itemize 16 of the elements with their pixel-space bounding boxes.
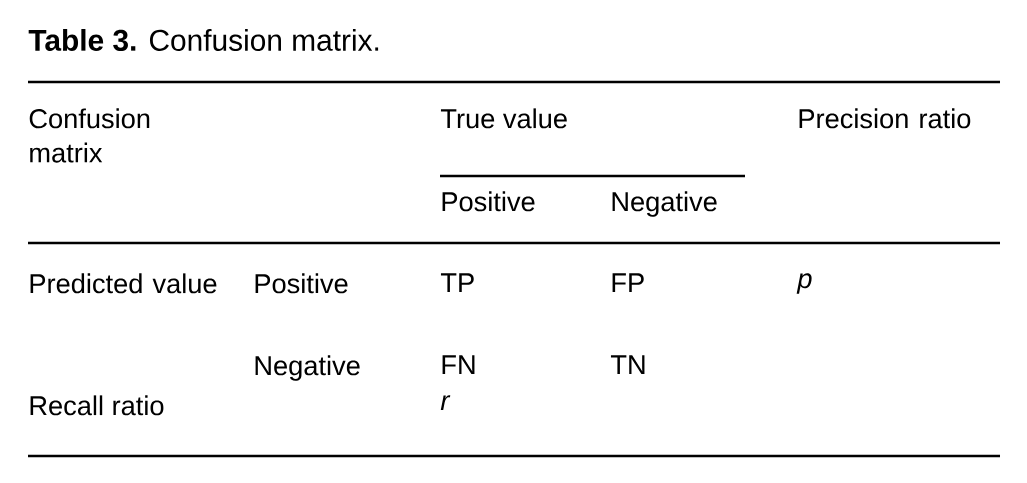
table-title: Table 3. Confusion matrix. [28, 29, 379, 51]
table-cell: Recall ratio [30, 395, 164, 416]
table-cell: FP [612, 273, 644, 293]
table-cell: Positive [255, 273, 348, 294]
table-cell: r [440, 395, 451, 410]
table-cell: TP [440, 273, 474, 293]
table-cell: Negative [255, 355, 360, 381]
header-cell: True value [440, 108, 567, 129]
header-cell: Positive [442, 191, 535, 212]
table-cell: TN [610, 355, 645, 375]
header-cell: Confusion matrix [29, 108, 150, 163]
table-cell: FN [442, 355, 475, 375]
table-cell: Predicted value [30, 273, 217, 294]
table-cell: p [796, 273, 812, 294]
header-cell: Precision ratio [799, 108, 971, 129]
header-cell: Negative [612, 191, 717, 217]
